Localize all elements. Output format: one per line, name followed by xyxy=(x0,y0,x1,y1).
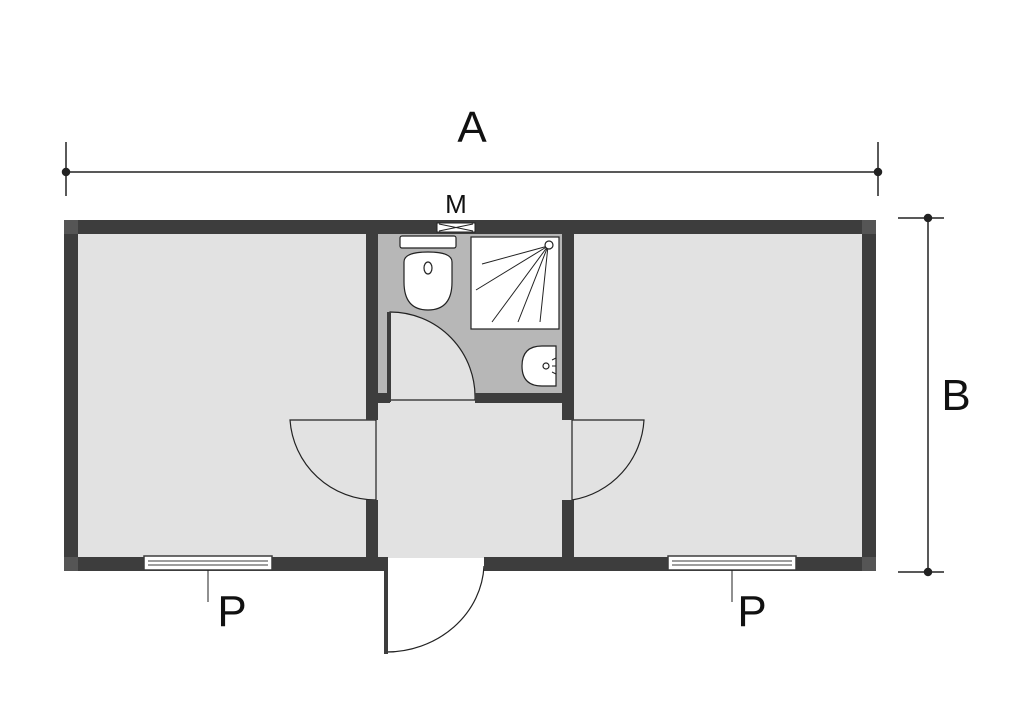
window-left xyxy=(143,555,273,602)
label-p-right: P xyxy=(737,587,766,636)
wall-corners xyxy=(64,220,876,571)
sink xyxy=(521,345,557,387)
window-right xyxy=(667,555,797,602)
door-swings xyxy=(289,311,645,653)
wall-partition-right-lower xyxy=(562,500,574,558)
corridor-floor xyxy=(376,400,572,558)
shower-lines xyxy=(475,245,549,323)
bathroom-door-swing xyxy=(389,311,476,401)
label-b: B xyxy=(941,371,970,420)
wall-bathroom-bottom-right xyxy=(475,393,564,403)
wall-left xyxy=(64,220,78,571)
toilet-bowl xyxy=(403,251,453,311)
toilet-seat-hole xyxy=(423,261,433,275)
room-left-floor xyxy=(78,232,376,558)
bathroom-fixtures xyxy=(399,235,560,387)
label-p-left: P xyxy=(217,587,246,636)
sink-drain xyxy=(542,362,550,370)
wall-partition-left-upper xyxy=(366,232,378,420)
left-room-door-swing xyxy=(289,419,377,501)
door-leaf-entrance xyxy=(384,566,388,654)
wall-partition-left-lower xyxy=(366,500,378,558)
right-room-door-swing xyxy=(571,419,645,501)
wall-partition-right-upper xyxy=(562,232,574,420)
entrance-door-swing xyxy=(385,565,485,653)
room-right-floor xyxy=(572,232,864,558)
shower-drain xyxy=(544,240,554,250)
label-m: M xyxy=(445,189,467,219)
wall-bathroom-bottom-left xyxy=(376,393,390,403)
toilet-tank xyxy=(399,235,457,249)
wall-right xyxy=(862,220,876,571)
vent xyxy=(436,222,476,233)
door-leaf-bathroom xyxy=(387,312,391,402)
dimension-b xyxy=(898,213,944,577)
label-a: A xyxy=(457,103,487,152)
windows xyxy=(143,555,797,602)
dimension-a xyxy=(61,142,883,196)
